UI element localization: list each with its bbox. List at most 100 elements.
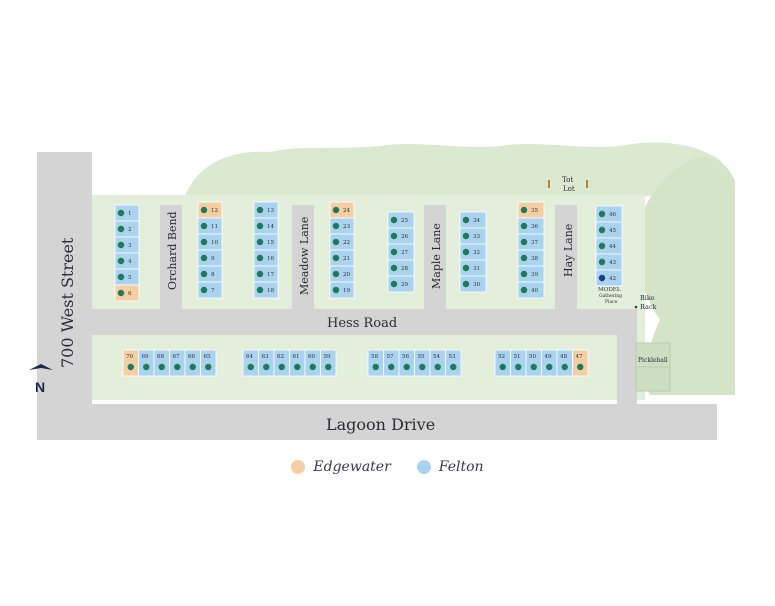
unit-marker-52	[499, 363, 506, 371]
unit-47[interactable]	[572, 349, 589, 377]
unit-number-31: 31	[473, 266, 480, 272]
label-meadow-lane: Meadow Lane	[298, 217, 311, 295]
unit-marker-50	[530, 363, 537, 371]
unit-number-55: 55	[418, 354, 426, 360]
unit-marker-51	[515, 363, 522, 371]
unit-number-51: 51	[514, 354, 521, 360]
unit-marker-45	[598, 226, 606, 234]
unit-number-34: 34	[473, 218, 481, 224]
unit-19[interactable]	[329, 281, 355, 299]
unit-number-50: 50	[529, 354, 537, 360]
unit-number-18: 18	[267, 288, 275, 294]
unit-number-59: 59	[324, 354, 332, 360]
unit-number-26: 26	[401, 234, 409, 240]
gathering-label-line1: Gathering	[599, 293, 622, 299]
unit-marker-57	[388, 363, 395, 371]
unit-marker-5	[117, 273, 125, 281]
unit-number-67: 67	[173, 354, 181, 360]
unit-number-46: 46	[609, 212, 617, 218]
unit-marker-36	[520, 222, 528, 230]
unit-marker-8	[200, 270, 208, 278]
unit-42[interactable]	[595, 269, 623, 287]
unit-number-39: 39	[531, 272, 539, 278]
unit-marker-14	[256, 222, 264, 230]
unit-marker-19	[332, 286, 340, 294]
unit-marker-24	[332, 206, 340, 214]
unit-number-14: 14	[267, 224, 275, 230]
unit-marker-69	[143, 363, 150, 371]
unit-marker-68	[158, 363, 165, 371]
unit-marker-56	[403, 363, 410, 371]
unit-marker-2	[117, 225, 125, 233]
unit-number-70: 70	[126, 354, 134, 360]
unit-marker-6	[117, 289, 125, 297]
unit-number-12: 12	[211, 208, 219, 214]
unit-marker-13	[256, 206, 264, 214]
unit-6[interactable]	[114, 284, 140, 302]
road-orchard-bend	[160, 205, 182, 315]
road-west-street	[37, 152, 92, 440]
unit-marker-28	[390, 264, 398, 272]
north-label: N	[35, 379, 45, 395]
unit-number-65: 65	[204, 354, 212, 360]
bike-rack: Bike Rack	[634, 294, 657, 311]
unit-marker-59	[325, 363, 332, 371]
unit-marker-32	[462, 248, 470, 256]
unit-marker-60	[309, 363, 316, 371]
unit-number-58: 58	[371, 354, 379, 360]
unit-number-8: 8	[211, 272, 215, 278]
unit-marker-43	[598, 258, 606, 266]
unit-marker-10	[200, 238, 208, 246]
unit-number-60: 60	[308, 354, 316, 360]
legend-item-felton: Felton	[416, 459, 484, 475]
unit-number-5: 5	[128, 275, 132, 281]
unit-marker-26	[390, 232, 398, 240]
unit-marker-67	[174, 363, 181, 371]
unit-number-29: 29	[401, 282, 409, 288]
unit-18[interactable]	[253, 281, 279, 299]
unit-59[interactable]	[320, 349, 337, 377]
unit-number-25: 25	[401, 218, 409, 224]
unit-30[interactable]	[459, 275, 487, 293]
unit-number-16: 16	[267, 256, 275, 262]
unit-29[interactable]	[387, 275, 415, 293]
unit-number-66: 66	[188, 354, 196, 360]
gathering-label-line2: Place	[605, 299, 618, 305]
unit-number-36: 36	[531, 224, 539, 230]
legend-swatch-edgewater	[291, 460, 306, 474]
unit-number-47: 47	[576, 354, 584, 360]
legend-label-edgewater: Edgewater	[313, 459, 391, 475]
pickleball-court: Pickleball	[635, 342, 671, 392]
unit-number-40: 40	[531, 288, 539, 294]
unit-marker-25	[390, 216, 398, 224]
unit-number-44: 44	[609, 244, 617, 250]
unit-53[interactable]	[445, 349, 462, 377]
unit-40[interactable]	[517, 281, 545, 299]
unit-7[interactable]	[197, 281, 223, 299]
unit-65[interactable]	[200, 349, 217, 377]
unit-marker-65	[205, 363, 212, 371]
unit-number-48: 48	[560, 354, 568, 360]
bike-rack-label-line1: Bike	[640, 294, 655, 302]
unit-number-68: 68	[157, 354, 165, 360]
unit-number-20: 20	[343, 272, 351, 278]
road-meadow-lane	[292, 205, 314, 315]
unit-marker-12	[200, 206, 208, 214]
road-hay-lane	[555, 205, 577, 315]
unit-number-62: 62	[277, 354, 285, 360]
unit-marker-23	[332, 222, 340, 230]
unit-number-11: 11	[211, 224, 218, 230]
unit-marker-55	[419, 363, 426, 371]
road-hess	[92, 309, 637, 335]
unit-marker-70	[127, 363, 134, 371]
legend-item-edgewater: Edgewater	[291, 459, 391, 475]
tot-lot: Tot Lot	[548, 176, 588, 193]
unit-marker-64	[247, 363, 254, 371]
legend-swatch-felton	[416, 460, 431, 474]
label-maple-lane: Maple Lane	[430, 223, 443, 289]
